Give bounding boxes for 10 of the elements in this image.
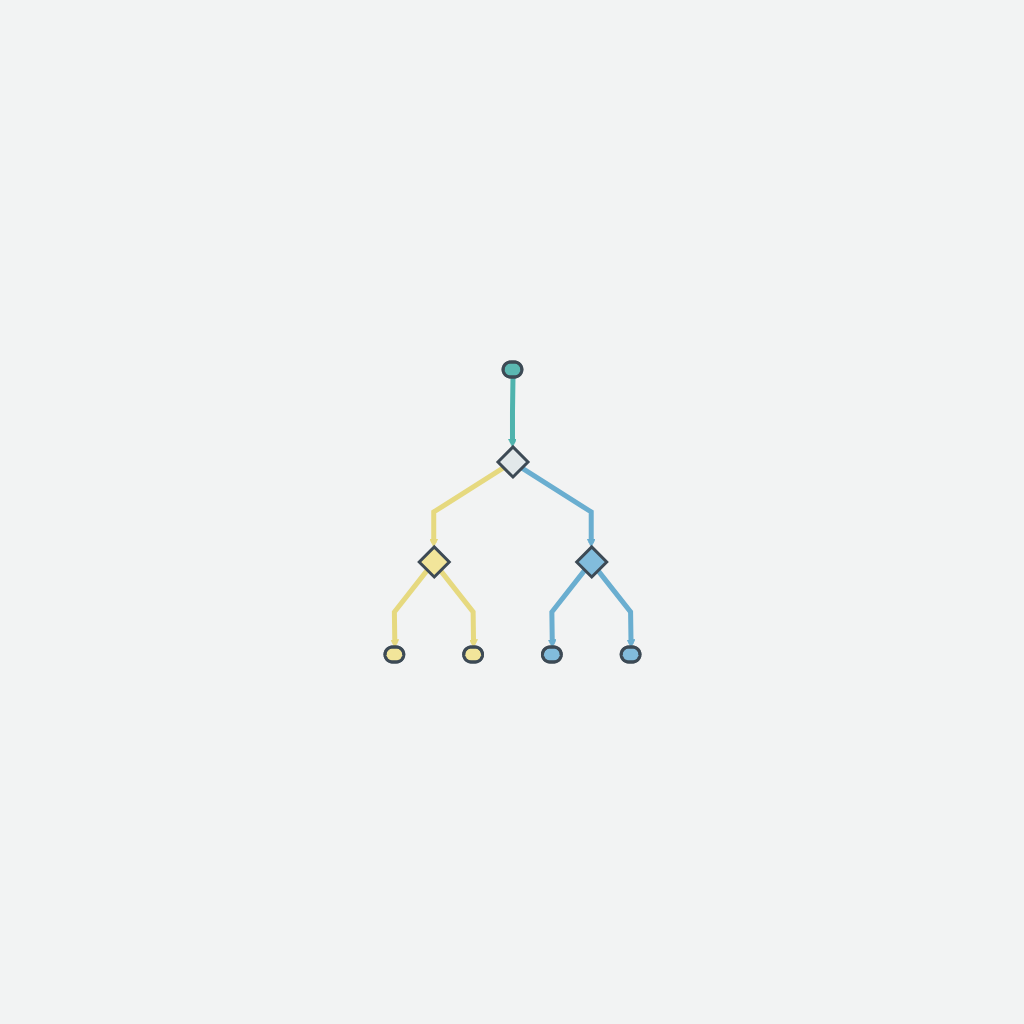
arrow: [547, 568, 587, 648]
arrow: [595, 568, 635, 648]
node-diamond: [574, 544, 609, 580]
node-diamond: [416, 544, 451, 580]
arrow: [519, 465, 596, 548]
arrow: [437, 568, 478, 648]
arrow: [428, 465, 505, 548]
arrow: [507, 377, 517, 448]
arrow: [389, 568, 429, 648]
node-diamond: [495, 444, 530, 480]
